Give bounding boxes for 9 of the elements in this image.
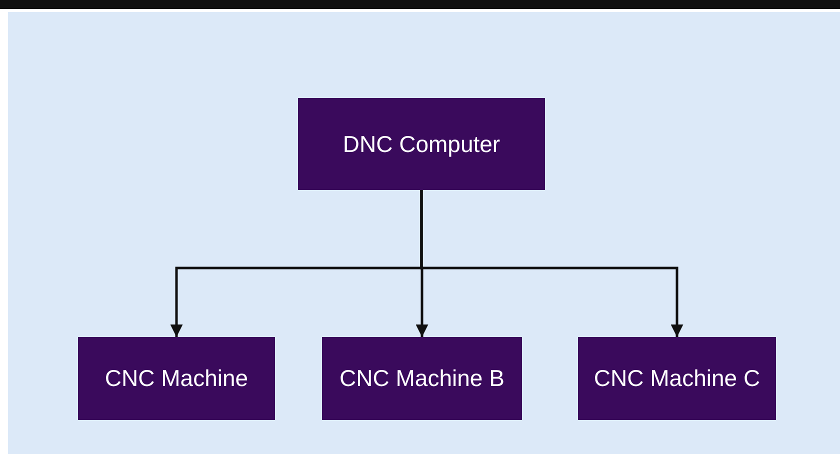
computer-box (298, 98, 545, 190)
machine-box (322, 337, 522, 420)
node-label: CNC Machine (104, 364, 250, 393)
node-label: CNC Machine B (338, 364, 506, 393)
machine-box (578, 337, 776, 420)
arrow (420, 190, 684, 337)
node-label: CNC Machine C (592, 364, 762, 393)
node-label: DNC Computer (342, 130, 502, 158)
machine-box (78, 337, 275, 420)
